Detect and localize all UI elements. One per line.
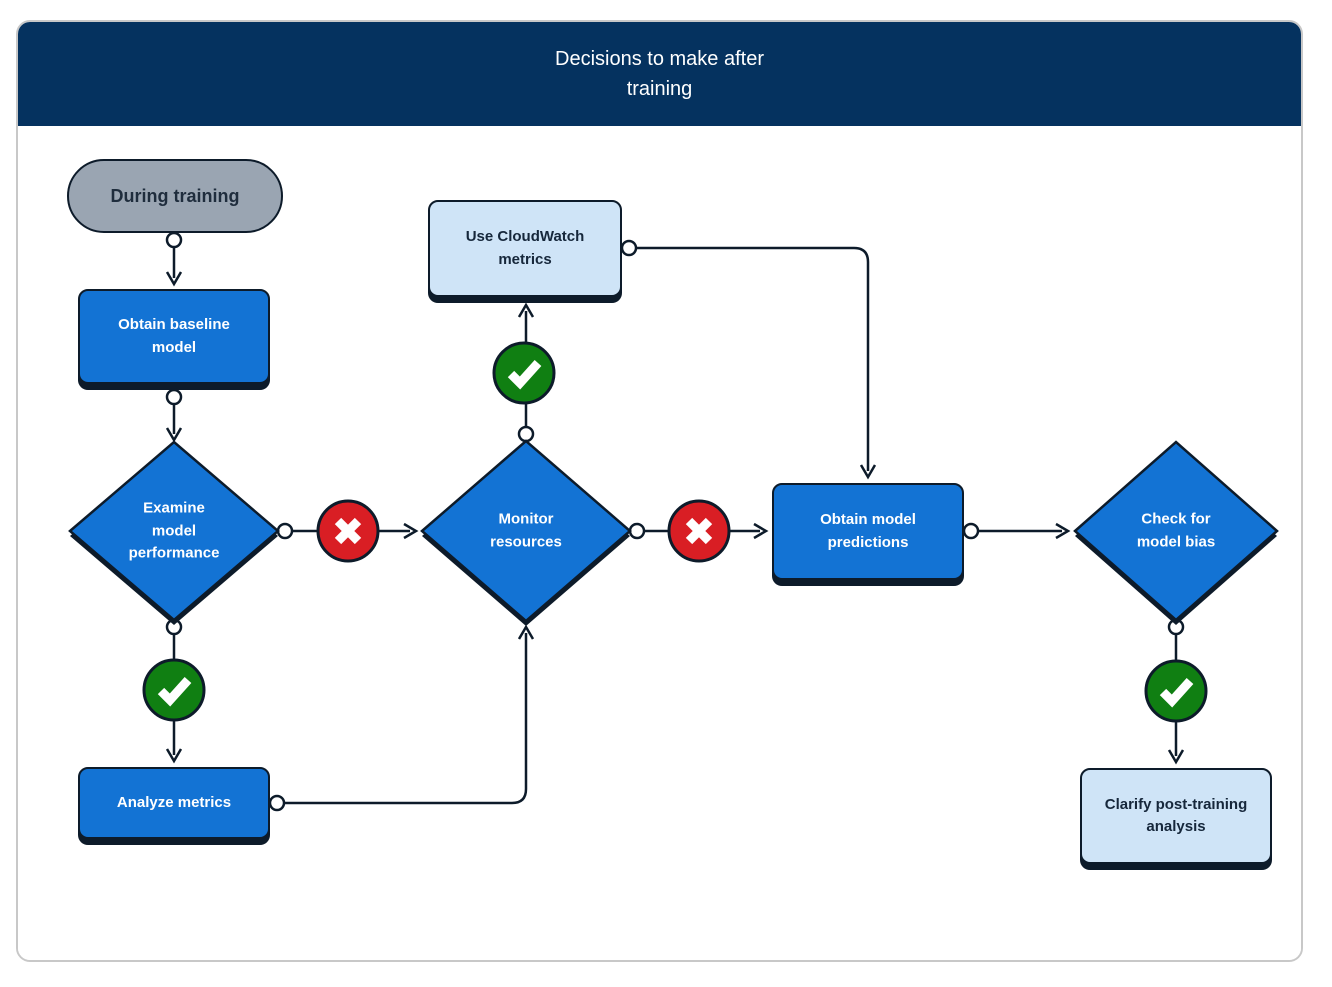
arrowhead-icon <box>753 522 769 540</box>
connector-dot <box>628 522 646 540</box>
node-during-training-label: During training <box>110 185 240 206</box>
node-examine-model-performance-shape <box>68 440 280 625</box>
node-obtain-model-predictions-label: Obtain model predictions <box>820 511 916 551</box>
connector-dot <box>620 239 638 257</box>
arrowhead-icon <box>165 271 183 287</box>
failure-x-icon <box>316 499 380 563</box>
node-during-training: During training <box>67 159 283 233</box>
node-check-for-model-bias-shape <box>1073 440 1279 625</box>
arrowhead-icon <box>517 302 535 318</box>
arrowhead-icon <box>165 748 183 764</box>
edge-predictions-to-bias <box>962 522 1071 540</box>
node-clarify-post-training-analysis: Clarify post-training analysis <box>1080 768 1272 864</box>
connector-dot <box>165 388 183 406</box>
connector-dot <box>517 425 535 443</box>
edge-examine-to-monitor <box>276 522 419 540</box>
node-obtain-model-predictions: Obtain model predictions <box>772 483 964 580</box>
edge-monitor-to-cloudwatch <box>517 302 535 443</box>
connector-dot <box>268 794 286 812</box>
edge-examine-to-analyze <box>165 618 183 764</box>
arrowhead-icon <box>859 464 877 480</box>
diagram-body: During training Obtain baseline model Us… <box>18 126 1301 960</box>
edge-cloudwatch-to-predictions <box>620 239 877 480</box>
node-analyze-metrics: Analyze metrics <box>78 767 270 839</box>
node-monitor-resources-shape <box>420 439 632 626</box>
diagram-title-line-2: training <box>626 78 693 100</box>
diagram-title-line-1: Decisions to make after <box>555 48 764 70</box>
node-use-cloudwatch-metrics: Use CloudWatch metrics <box>428 200 622 297</box>
edge-bias-to-clarify <box>1167 618 1185 765</box>
node-use-cloudwatch-metrics-label: Use CloudWatch metrics <box>465 228 585 268</box>
arrowhead-icon <box>403 522 419 540</box>
success-check-icon <box>492 341 556 405</box>
node-clarify-post-training-analysis-label: Clarify post-training analysis <box>1104 795 1248 836</box>
failure-x-icon <box>667 499 731 563</box>
arrowhead-icon <box>1055 522 1071 540</box>
diagram-header: Decisions to make after training <box>18 22 1301 126</box>
edge-during-training-to-obtain-baseline <box>165 231 183 287</box>
flowchart-svg <box>68 231 1279 812</box>
connector-dot <box>276 522 294 540</box>
connector-dot <box>165 231 183 249</box>
diagram-card: Decisions to make after training <box>16 20 1303 962</box>
edge-analyze-to-monitor <box>268 624 535 812</box>
connector-dot <box>962 522 980 540</box>
node-obtain-baseline-model-label: Obtain baseline model <box>118 316 230 356</box>
arrowhead-icon <box>1167 749 1185 765</box>
node-analyze-metrics-label: Analyze metrics <box>116 793 232 811</box>
success-check-icon <box>142 658 206 722</box>
success-check-icon <box>1144 659 1208 723</box>
edge-obtain-baseline-to-examine <box>165 388 183 443</box>
node-obtain-baseline-model: Obtain baseline model <box>78 289 270 384</box>
arrowhead-icon <box>165 427 183 443</box>
arrowhead-icon <box>517 624 535 640</box>
